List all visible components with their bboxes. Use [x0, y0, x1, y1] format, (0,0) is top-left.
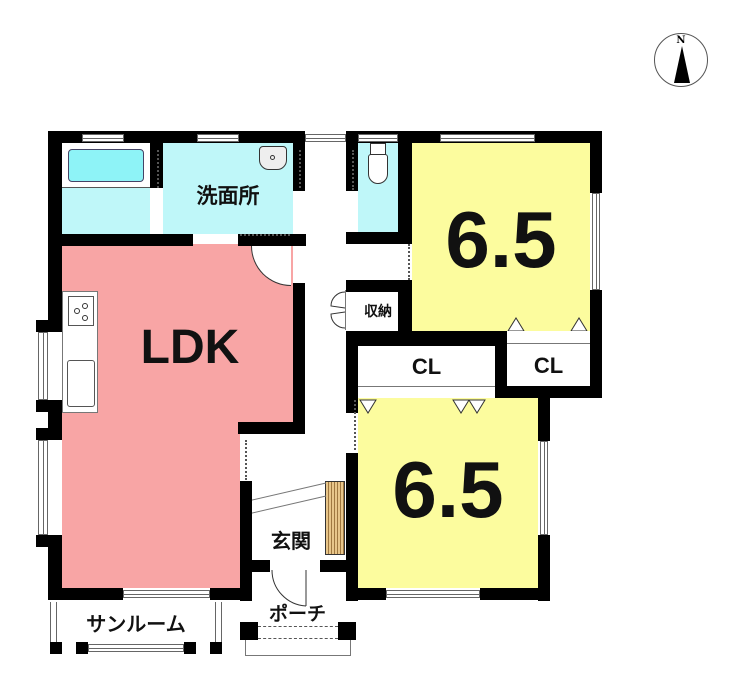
wall-ldk-notch — [238, 422, 305, 434]
closet-left — [358, 346, 495, 398]
wall-left-top — [48, 131, 62, 321]
ldk-label: LDK — [140, 320, 240, 374]
window-bedroom-north-east — [592, 193, 600, 290]
porch-post-right — [338, 622, 356, 640]
porch-post-left — [240, 622, 258, 640]
wall-bedroom-south-east-b — [538, 535, 550, 601]
sunroom-post-1 — [50, 642, 62, 654]
sunroom-frame — [50, 602, 222, 654]
window-bath — [82, 134, 124, 142]
window-toilet — [358, 134, 398, 142]
ldk-entrance-door-dotted — [245, 440, 247, 480]
storage-label: 収納 — [364, 304, 392, 320]
wall-entrance-south-a — [240, 560, 270, 572]
closet-left-label: CL — [411, 354, 442, 379]
wall-toilet-south — [346, 232, 412, 244]
ldk-room — [62, 244, 293, 430]
entrance-label: 玄関 — [271, 528, 311, 553]
compass: N — [654, 33, 708, 87]
window-ldk-south — [123, 590, 210, 598]
toilet-door-dotted — [352, 150, 354, 190]
porch-label: ポーチ — [268, 602, 326, 625]
wall-closet-west — [346, 331, 358, 413]
bedroom-south-door-dotted — [354, 400, 356, 450]
wall-bedroom-south-west — [346, 453, 358, 601]
porch-door-swing — [271, 570, 307, 607]
wall-bedroom-north-east-b — [590, 290, 602, 398]
storage-door-frame — [345, 290, 346, 330]
bedroom-north-door-dotted — [408, 244, 410, 280]
window-bedroom-north-top — [440, 134, 535, 142]
wall-bedroom-south-east-a — [538, 386, 550, 441]
north-arrow-icon — [674, 46, 690, 83]
wall-left-mid — [36, 320, 62, 332]
closet-right-label: CL — [533, 353, 564, 378]
sunroom-post-2 — [76, 642, 88, 654]
wall-bedroom-south-bottom-b — [480, 588, 550, 600]
window-washroom — [197, 134, 239, 142]
bedroom-north-label: 6.5 — [445, 195, 557, 284]
bathtub-basin — [68, 149, 144, 182]
wall-left-bottom — [48, 535, 62, 600]
window-bedroom-south-bottom — [386, 590, 480, 598]
sunroom-post-4 — [210, 642, 222, 654]
wall-bath-wash — [150, 143, 163, 188]
wall-bedroom-north-east-a — [590, 131, 602, 193]
bedroom-north — [412, 143, 590, 331]
closet-door-marks-north — [507, 317, 588, 332]
washroom-label: 洗面所 — [196, 184, 260, 208]
wall-bedroom-south-bottom-a — [346, 588, 386, 600]
compass-north-label: N — [676, 35, 686, 46]
wall-toilet-east — [398, 131, 412, 243]
window-sunroom-south — [88, 644, 184, 652]
window-hall-top — [305, 134, 346, 142]
wall-ldk-east — [293, 283, 305, 433]
closet-door-marks-south — [359, 399, 486, 414]
sunroom-label: サンルーム — [86, 611, 186, 636]
bedroom-south-label: 6.5 — [392, 445, 504, 534]
window-ldk-west — [38, 440, 48, 535]
wash-basin-icon — [259, 146, 287, 170]
wall-closet-north — [346, 331, 507, 346]
sunroom-post-3 — [184, 642, 196, 654]
toilet-icon — [368, 143, 388, 189]
wall-wash-ldk — [238, 234, 306, 246]
wall-bath-ldk — [48, 234, 193, 246]
window-kitchen — [38, 332, 48, 400]
wall-entrance-south-b — [320, 560, 358, 572]
wall-storage-east — [398, 280, 412, 344]
sunroom-frame-inner — [56, 602, 216, 654]
wall-left-mid4 — [36, 428, 62, 440]
shoe-rack — [325, 481, 345, 555]
bedroom-south — [358, 398, 538, 588]
porch-dash-line-1 — [258, 626, 338, 627]
washroom-door-dotted — [299, 150, 301, 188]
stove-icon — [68, 296, 94, 326]
ldk-room-lower — [62, 428, 240, 588]
wall-bottom-ldk-a — [48, 588, 123, 600]
storage-door-swing — [330, 291, 346, 329]
sink-icon — [67, 360, 95, 407]
porch-step-outline — [245, 640, 351, 656]
closet-right — [507, 331, 590, 386]
bath-door-dotted — [157, 150, 159, 188]
wall-storage-north — [346, 280, 412, 292]
wall-ldk-east-lower — [240, 481, 252, 601]
porch-dash-line-2 — [258, 638, 338, 639]
washroom-south-door-dotted — [240, 234, 290, 236]
wall-closet-mid — [495, 331, 507, 398]
window-bedroom-south-east — [540, 441, 548, 535]
